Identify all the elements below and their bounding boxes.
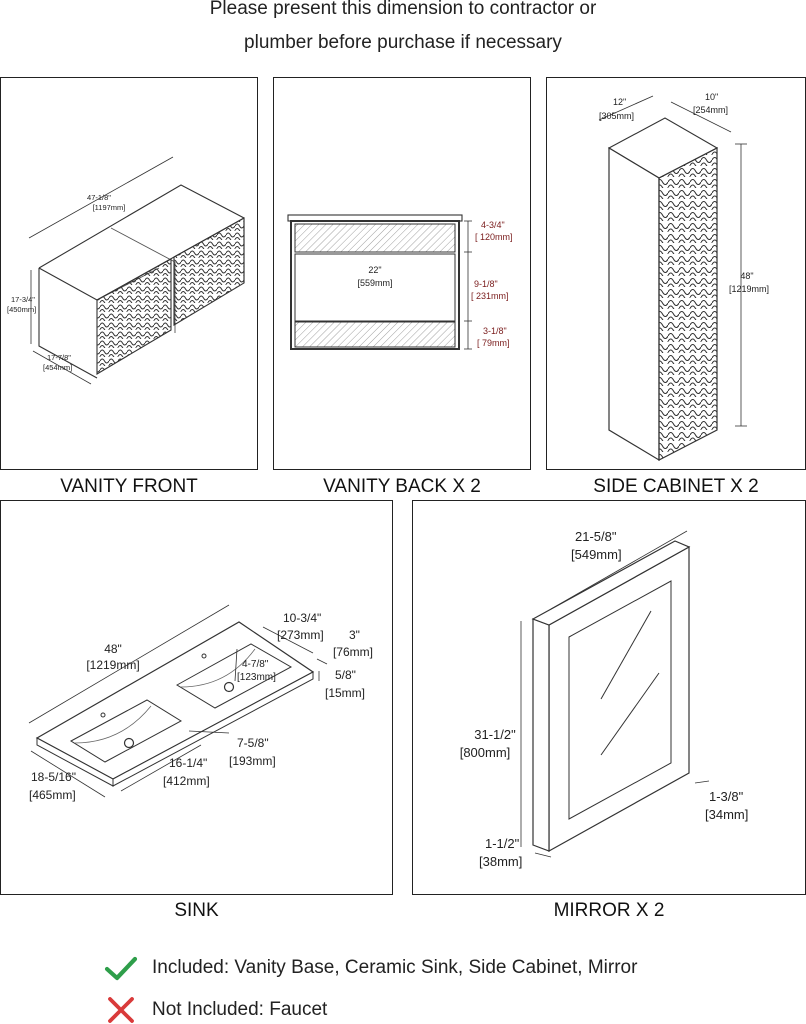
sink-panel: 48" [1219mm] 10-3/4" [273mm] 3" [76mm] 5… bbox=[0, 500, 393, 895]
sink-depth-mm: [465mm] bbox=[29, 788, 76, 802]
vanity-back-width-mm: [559mm] bbox=[357, 278, 392, 288]
side-cabinet-width-mm: [254mm] bbox=[693, 105, 728, 115]
legend-not-included: Not Included: Faucet bbox=[104, 996, 327, 1024]
vanity-front-caption: VANITY FRONT bbox=[60, 476, 198, 497]
vanity-front-panel: 47-1/8" [1197mm] 17-3/4" [450mm] 17-7/8"… bbox=[0, 77, 258, 470]
vanity-back-panel: 22" [559mm] 4-3/4" [ 120mm] 9-1/8" [ 231… bbox=[273, 77, 531, 470]
legend-included-text: Included: Vanity Base, Ceramic Sink, Sid… bbox=[152, 957, 638, 978]
sink-drawing: 48" [1219mm] 10-3/4" [273mm] 3" [76mm] 5… bbox=[28, 604, 373, 802]
vanity-back-caption: VANITY BACK X 2 bbox=[323, 476, 481, 497]
vanity-back-drawing: 22" [559mm] 4-3/4" [ 120mm] 9-1/8" [ 231… bbox=[287, 214, 513, 350]
side-cabinet-width: 10" bbox=[705, 92, 718, 102]
mirror-thickness-mm: [38mm] bbox=[479, 854, 522, 869]
side-cabinet-drawing: 12" [305mm] 10" [254mm] 48" [1219mm] bbox=[598, 92, 769, 462]
sink-bowl-front-mm: [193mm] bbox=[229, 754, 276, 768]
vanity-back-top-dim: 4-3/4" bbox=[481, 220, 505, 230]
vanity-back-top-dim-mm: [ 120mm] bbox=[475, 232, 513, 242]
header-line-1: Please present this dimension to contrac… bbox=[209, 0, 597, 19]
mirror-panel: 21-5/8" [549mm] 31-1/2" [800mm] 1-3/8" [… bbox=[412, 500, 806, 895]
side-cabinet-caption: SIDE CABINET X 2 bbox=[593, 476, 759, 497]
sink-thickness: 5/8" bbox=[335, 668, 356, 682]
mirror-frame-mm: [34mm] bbox=[705, 807, 748, 822]
vanity-front-width-mm: [1197mm] bbox=[93, 203, 126, 212]
sink-bowl-depth: 4-7/8" bbox=[242, 659, 269, 670]
vanity-back-bottom-dim: 3-1/8" bbox=[483, 326, 507, 336]
legend-included: Included: Vanity Base, Ceramic Sink, Sid… bbox=[104, 954, 637, 982]
mirror-thickness: 1-1/2" bbox=[485, 836, 520, 851]
sink-edge-mm: [76mm] bbox=[333, 645, 373, 659]
vanity-back-bottom-dim-mm: [ 79mm] bbox=[477, 338, 510, 348]
sink-bowl-width-mm: [273mm] bbox=[277, 628, 324, 642]
mirror-frame: 1-3/8" bbox=[709, 789, 744, 804]
check-icon bbox=[104, 956, 138, 981]
sink-thickness-mm: [15mm] bbox=[325, 686, 365, 700]
vanity-front-height-mm: [450mm] bbox=[7, 305, 36, 314]
mirror-drawing: 21-5/8" [549mm] 31-1/2" [800mm] 1-3/8" [… bbox=[460, 529, 749, 869]
sink-bowl-width: 10-3/4" bbox=[283, 611, 321, 625]
mirror-width: 21-5/8" bbox=[575, 529, 617, 544]
sink-bowl-depth-mm: [123mm] bbox=[237, 672, 276, 683]
side-cabinet-height-mm: [1219mm] bbox=[729, 284, 769, 294]
sink-bowl-length-mm: [412mm] bbox=[163, 774, 210, 788]
sink-bowl-front: 7-5/8" bbox=[237, 736, 269, 750]
mirror-height-mm: [800mm] bbox=[460, 745, 511, 760]
mirror-width-mm: [549mm] bbox=[571, 547, 622, 562]
vanity-front-drawing: 47-1/8" [1197mm] 17-3/4" [450mm] 17-7/8"… bbox=[7, 156, 245, 385]
vanity-front-height: 17-3/4" bbox=[11, 295, 35, 304]
cross-icon bbox=[108, 997, 134, 1023]
sink-bowl-length: 16-1/4" bbox=[169, 756, 207, 770]
header-line-2: plumber before purchase if necessary bbox=[244, 32, 562, 53]
vanity-front-depth-mm: [454mm] bbox=[43, 363, 72, 372]
vanity-front-width: 47-1/8" bbox=[87, 193, 111, 202]
mirror-caption: MIRROR X 2 bbox=[553, 900, 665, 921]
sink-edge: 3" bbox=[349, 628, 360, 642]
sink-caption: SINK bbox=[174, 900, 219, 921]
sink-length-mm: [1219mm] bbox=[86, 658, 139, 672]
sink-depth: 18-5/16" bbox=[31, 770, 76, 784]
mirror-height: 31-1/2" bbox=[474, 727, 516, 742]
vanity-front-depth: 17-7/8" bbox=[47, 353, 71, 362]
side-cabinet-depth: 12" bbox=[613, 97, 626, 107]
vanity-back-width: 22" bbox=[368, 265, 381, 275]
side-cabinet-depth-mm: [305mm] bbox=[599, 111, 634, 121]
side-cabinet-panel: 12" [305mm] 10" [254mm] 48" [1219mm] bbox=[546, 77, 806, 470]
legend-not-included-text: Not Included: Faucet bbox=[152, 999, 328, 1020]
vanity-back-middle-dim: 9-1/8" bbox=[474, 279, 498, 289]
sink-length: 48" bbox=[104, 642, 122, 656]
side-cabinet-height: 48" bbox=[740, 271, 753, 281]
vanity-back-middle-dim-mm: [ 231mm] bbox=[471, 291, 509, 301]
